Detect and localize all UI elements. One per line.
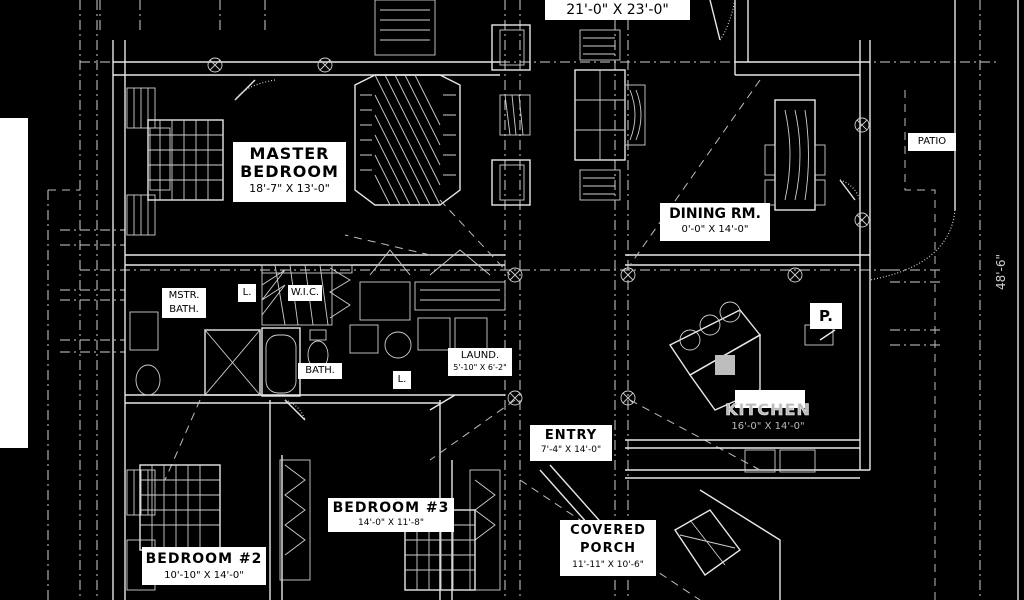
entry-name: ENTRY (544, 428, 598, 443)
bath-label: BATH. (298, 363, 342, 379)
page-edge (0, 118, 28, 448)
laundry-label: LAUND. 5'-10" X 6'-2" (448, 348, 512, 376)
dining-table (764, 99, 826, 211)
doors (234, 0, 861, 421)
mstr-bath-name-2: BATH. (169, 304, 199, 315)
patio-label: PATIO (908, 133, 956, 151)
kitchen-label-bg (735, 390, 805, 408)
patio-name: PATIO (917, 136, 947, 147)
overall-dimension-text: 48'-6" (994, 253, 1008, 291)
bath-fixtures (129, 264, 488, 397)
pantry-name: P. (819, 307, 833, 325)
linen-1-label: L. (238, 284, 256, 302)
entry-dims: 7'-4" X 14'-0" (540, 445, 602, 455)
dining-label: DINING RM. 0'-0" X 14'-0" (660, 203, 770, 241)
bedroom-2-name: BEDROOM #2 (145, 551, 263, 567)
overall-dimension: 48'-6" (989, 240, 1013, 310)
linen-2-name: L. (397, 374, 407, 385)
bedroom-3-label: BEDROOM #3 14'-0" X 11'-8" (328, 498, 454, 532)
dining-name: DINING RM. (669, 206, 761, 222)
wic-name: W.I.C. (290, 287, 320, 298)
master-bed (147, 119, 224, 201)
kitchen-dims: 16'-0" X 14'-0" (731, 421, 805, 432)
great-room-label: 21'-0" X 23'-0" (545, 0, 690, 20)
covered-porch-label: COVERED PORCH 11'-11" X 10'-6" (560, 520, 656, 576)
fireplace (354, 0, 461, 206)
entry-label: ENTRY 7'-4" X 14'-0" (530, 425, 612, 461)
dining-dims: 0'-0" X 14'-0" (681, 224, 749, 235)
laundry-dims: 5'-10" X 6'-2" (453, 363, 507, 372)
light-fixtures (207, 57, 870, 406)
great-room-furniture (491, 24, 646, 206)
pantry-label: P. (810, 303, 842, 329)
mstr-bath-name-1: MSTR. (168, 290, 200, 301)
master-bedroom-name-2: BEDROOM (240, 162, 339, 181)
laundry-name: LAUND. (460, 350, 500, 361)
bedroom-2-label: BEDROOM #2 10'-10" X 14'-0" (142, 547, 266, 585)
linen-2-label: L. (393, 371, 411, 389)
covered-porch-name-1: COVERED (570, 523, 646, 538)
covered-porch-name-2: PORCH (579, 541, 636, 556)
bedroom-3-name: BEDROOM #3 (332, 500, 450, 516)
patio-outline (869, 0, 956, 600)
kitchen-name: KITCHEN (725, 400, 811, 420)
bedroom-3-dims: 14'-0" X 11'-8" (358, 518, 424, 528)
linen-1-name: L. (242, 287, 252, 298)
great-room-dims: 21'-0" X 23'-0" (566, 2, 669, 18)
wic-label: W.I.C. (288, 285, 322, 301)
covered-porch-dims: 11'-11" X 10'-6" (572, 560, 644, 570)
master-bedroom-label: MASTER BEDROOM 18'-7" X 13'-0" (233, 142, 346, 202)
master-bedroom-name-1: MASTER (249, 144, 330, 163)
windows (126, 87, 156, 591)
closets (261, 249, 506, 591)
master-bedroom-dims: 18'-7" X 13'-0" (249, 182, 330, 195)
bath-name: BATH. (305, 365, 335, 376)
kitchen-label: KITCHEN 16'-0" X 14'-0" (708, 400, 828, 440)
ceiling-lines (164, 79, 761, 481)
bedroom-2-dims: 10'-10" X 14'-0" (164, 570, 244, 581)
mstr-bath-label: MSTR. BATH. (162, 288, 206, 318)
